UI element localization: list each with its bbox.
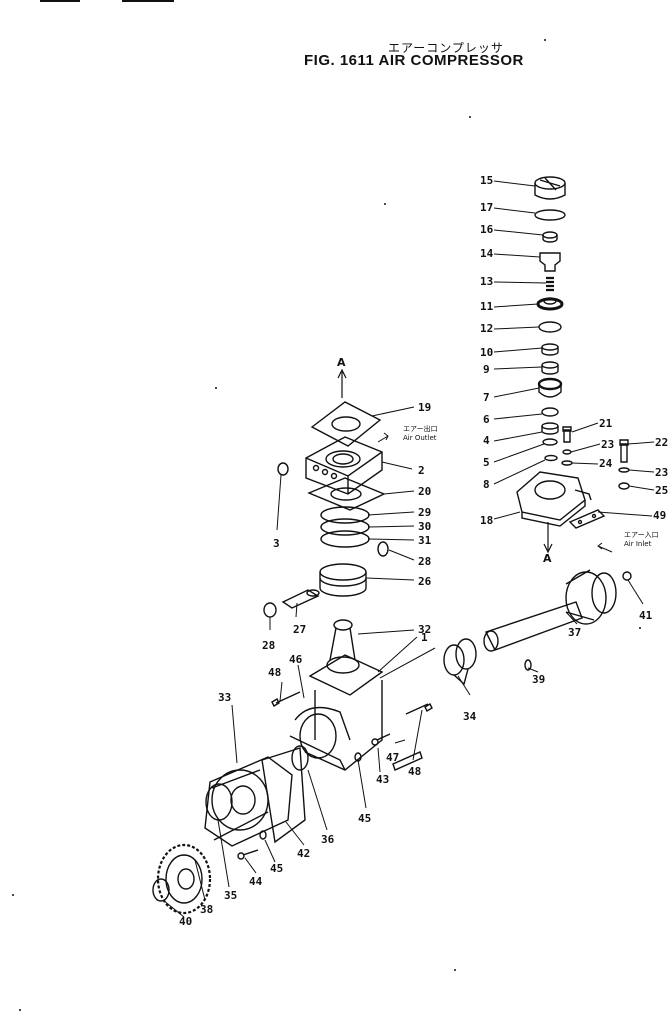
- plunger-14: [539, 252, 561, 272]
- title-japanese: エアーコンプレッサ: [388, 41, 504, 55]
- part-label: 19: [418, 401, 432, 414]
- part-label: 13: [480, 275, 494, 288]
- part-label: 17: [480, 201, 494, 214]
- piston-26: [319, 563, 367, 597]
- figure-title: FIG. 1611 AIR COMPRESSOR: [304, 52, 524, 69]
- drive-gear-38: [156, 843, 212, 915]
- part-label: 44: [249, 875, 263, 888]
- part-label: 15: [480, 174, 494, 187]
- view-arrow-a-bottom: A: [543, 552, 552, 565]
- snap-ring-40: [152, 878, 170, 902]
- part-label: 40: [179, 915, 193, 928]
- air-outlet-en: Air Outlet: [403, 434, 437, 442]
- part-label: 27: [293, 623, 307, 636]
- part-label: 49: [653, 509, 667, 522]
- part-label: 31: [418, 534, 432, 547]
- part-label: 34: [463, 710, 477, 723]
- part-label: 23: [601, 438, 615, 451]
- gasket-42: [261, 747, 306, 844]
- part-label: 42: [297, 847, 311, 860]
- part-label: 1: [421, 631, 428, 644]
- part-label: 20: [418, 485, 432, 498]
- gasket-19: [310, 401, 382, 447]
- plug-3: [277, 462, 289, 476]
- part-label: 12: [480, 322, 494, 335]
- top-rule-left: [40, 0, 80, 2]
- part-label: 29: [418, 506, 432, 519]
- part-label: 5: [483, 456, 490, 469]
- crankshaft-37: [483, 569, 617, 652]
- part-label: 26: [418, 575, 432, 588]
- part-label: 46: [289, 653, 303, 666]
- part-label: 8: [483, 478, 490, 491]
- part-label: 22: [655, 436, 669, 449]
- part-label: 18: [480, 514, 494, 527]
- crankcase-1: [289, 654, 384, 771]
- top-rule-right: [122, 0, 174, 2]
- part-label: 32: [418, 623, 432, 636]
- part-label: 33: [218, 691, 232, 704]
- part-label: 25: [655, 484, 669, 497]
- part-label: 39: [532, 673, 546, 686]
- part-label: 16: [480, 223, 494, 236]
- part-label: 38: [200, 903, 214, 916]
- part-label: 4: [483, 434, 490, 447]
- part-label: 43: [376, 773, 390, 786]
- connecting-rod-32: [326, 619, 360, 674]
- valve-body-18: [516, 471, 592, 527]
- part-label: 9: [483, 363, 490, 376]
- air-inlet-jp: エアー入口: [624, 531, 659, 539]
- part-label: 24: [599, 457, 613, 470]
- part-label: 14: [480, 247, 494, 260]
- cylinder-head-2: [305, 436, 383, 495]
- part-label: 23: [655, 466, 669, 479]
- part-label: 2: [418, 464, 425, 477]
- part-label: 41: [639, 609, 653, 622]
- piston-pin-27: [281, 589, 320, 609]
- part-label: 10: [480, 346, 494, 359]
- part-label: 45: [358, 812, 372, 825]
- part-label: 48: [268, 666, 282, 679]
- part-label: 36: [321, 833, 335, 846]
- spring-13: [546, 276, 554, 292]
- part-label: 48: [408, 765, 422, 778]
- part-label: 3: [273, 537, 280, 550]
- o-ring-17: [534, 209, 566, 221]
- part-label: 28: [262, 639, 276, 652]
- part-label: 11: [480, 300, 494, 313]
- part-label: 37: [568, 626, 582, 639]
- gear-housing-33: [204, 756, 293, 847]
- part-label: 47: [386, 751, 400, 764]
- part-label: 7: [483, 391, 490, 404]
- view-arrow-a-top: A: [337, 356, 346, 369]
- part-label: 30: [418, 520, 432, 533]
- part-label: 6: [483, 413, 490, 426]
- air-inlet-en: Air Inlet: [624, 540, 652, 548]
- air-outlet-jp: エアー出口: [403, 425, 438, 433]
- valve-seat-7: [537, 377, 563, 398]
- valve-cap: [534, 176, 566, 200]
- part-label: 35: [224, 889, 238, 902]
- part-label: 28: [418, 555, 432, 568]
- part-label: 45: [270, 862, 284, 875]
- part-label: 21: [599, 417, 613, 430]
